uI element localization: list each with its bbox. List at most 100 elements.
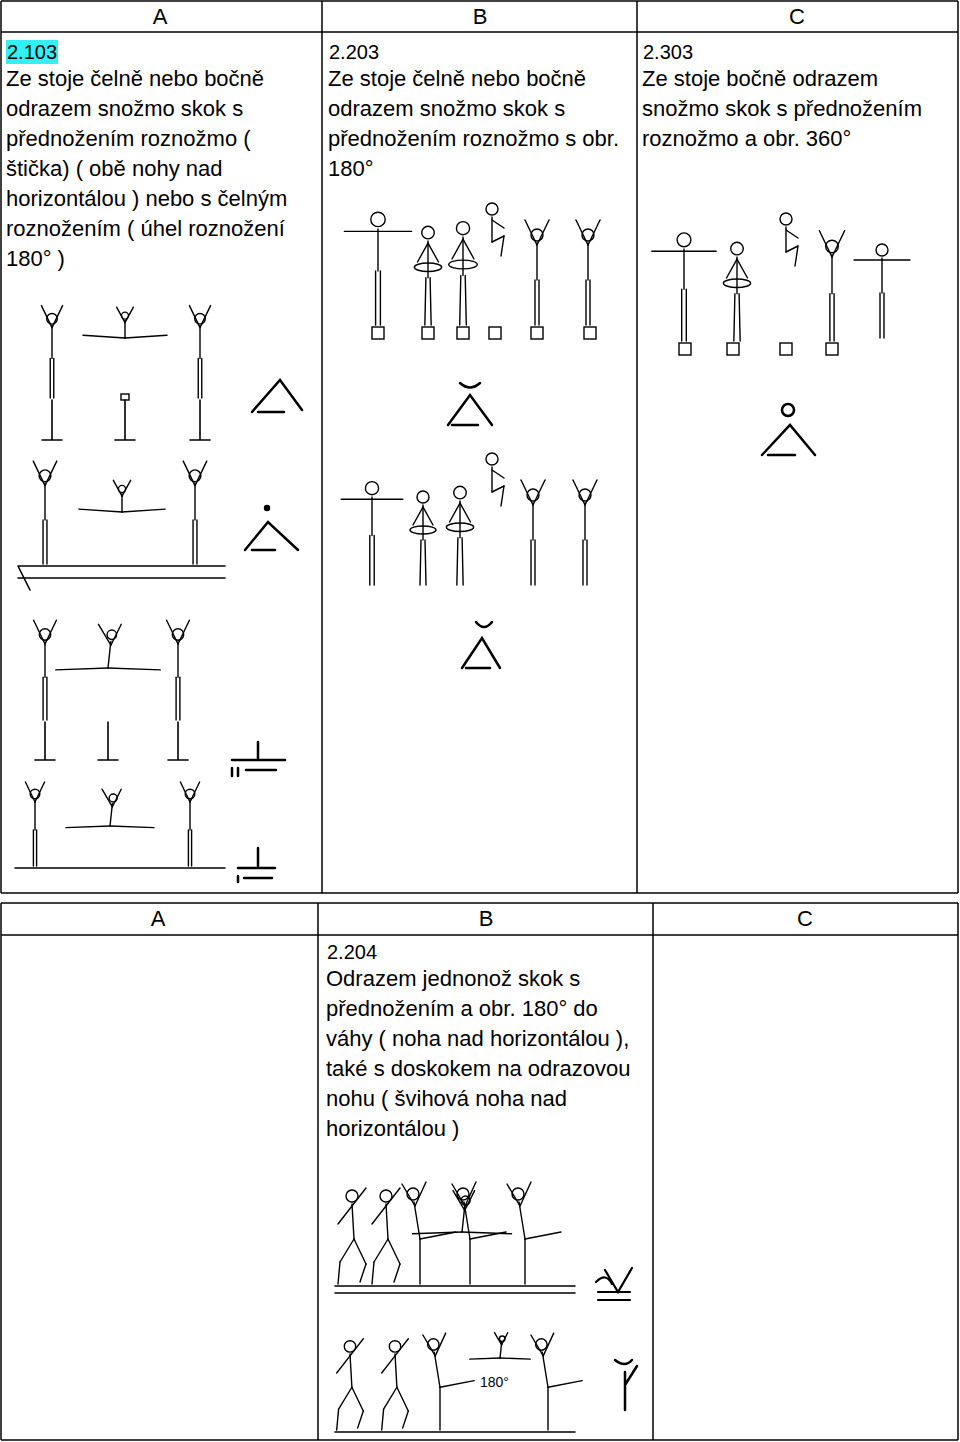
gymnast-figure [382,1339,409,1430]
figure-stroke [470,1358,500,1359]
gymnast-figure [372,1188,400,1284]
figure-head [456,222,469,235]
notation-symbol [238,848,275,882]
beam [18,566,225,590]
figure-stroke [378,231,412,232]
table-rule [1,892,958,894]
figure-stroke [338,1262,340,1284]
figure-stroke [46,677,47,720]
table-cell: 2.103Ze stoje čelně nebo bočně odrazem s… [6,40,318,274]
figure-stroke [196,520,197,564]
figure-head [531,229,543,241]
column-header: C [789,4,805,30]
figure-head [428,1339,439,1350]
figure-stroke [194,484,195,520]
figure-stroke [501,486,504,506]
figure-stroke [419,1239,420,1284]
figure-stroke [854,259,882,260]
figure-stroke [375,271,376,325]
gymnast-figure [33,461,57,564]
figure-stroke [470,1232,506,1239]
figure-stroke [56,668,108,670]
figure-stroke [53,358,54,398]
figure-head [122,312,129,319]
figure-stroke [831,255,832,294]
figure-stroke [547,1387,548,1430]
figure-stroke [113,480,122,496]
figure-stroke [340,1239,354,1262]
figure-stroke [460,276,461,326]
gymnast-figure [180,782,199,866]
figure-head [731,242,744,255]
notation-symbol [448,383,492,425]
figure-stroke [352,1387,363,1411]
turn-arc [414,263,441,271]
notation-circle [782,404,794,416]
figure-head [109,794,117,802]
figure-stroke [102,789,112,807]
table-rule [317,903,319,1440]
element-number: 2.203 [328,40,380,64]
gymnast-figure [410,491,436,585]
figure-stroke [358,1411,364,1428]
gymnast-figure [41,306,62,398]
figure-head [346,1190,358,1202]
figure-head [195,314,206,325]
notation-symbol [245,522,298,550]
gymnast-figure [34,620,57,720]
gymnast-figure [652,233,716,341]
pole-cup [121,394,129,400]
figure-stroke [469,1239,470,1284]
figure-stroke [420,540,421,585]
figure-stroke [452,239,463,259]
figure-stroke [542,1352,548,1387]
figure-stroke [492,220,504,228]
figure-stroke [339,1387,352,1409]
figure-head [579,489,591,501]
element-description: Ze stoje čelně nebo bočně odrazem snožmo… [328,64,636,184]
figure-stroke [882,259,910,260]
element-number: 2.204 [326,940,378,964]
beam-marker [780,343,792,355]
figure-stroke [374,536,375,586]
figure-stroke [415,1182,426,1206]
figure-stroke [427,241,428,278]
gymnast-figure [56,624,161,670]
element-description: Ze stoje bočně odrazem snožmo skok s pře… [642,64,956,154]
figure-stroke [586,540,587,585]
gymnast-figure [446,486,473,585]
figure-stroke [686,289,687,341]
figure-stroke [179,677,180,720]
figure-stroke [382,1356,395,1373]
figure-stroke [795,246,798,266]
table-rule [321,1,323,893]
figure-head [344,1341,355,1352]
figure-head [486,203,498,215]
gymnast-figure [337,1339,364,1430]
figure-head [582,229,594,241]
figure-stroke [122,509,165,512]
table-rule [0,903,2,1440]
figure-head [417,491,429,503]
table-cell: 2.303Ze stoje bočně odrazem snožmo skok … [642,40,956,154]
figure-stroke [492,486,504,492]
notation-symbol [615,1360,637,1410]
element-number: 2.303 [642,40,694,64]
notation-symbol [762,425,815,455]
figure-stroke [122,480,131,496]
figure-stroke [684,251,716,252]
table-rule [957,1,959,893]
figure-stroke [520,1182,531,1206]
figure-stroke [532,503,533,540]
figure-head [407,1188,419,1200]
gymnast-figure [183,461,207,564]
figure-stroke [382,1409,384,1430]
figure-stroke [587,243,588,280]
figure-stroke [188,830,189,866]
figure-stroke [786,246,798,252]
table-cell: 2.204Odrazem jednonož skok s přednožením… [326,940,648,1144]
figure-stroke [380,271,381,325]
figure-stroke [189,800,190,830]
figure-head [30,789,40,799]
figure-stroke [464,1202,470,1239]
